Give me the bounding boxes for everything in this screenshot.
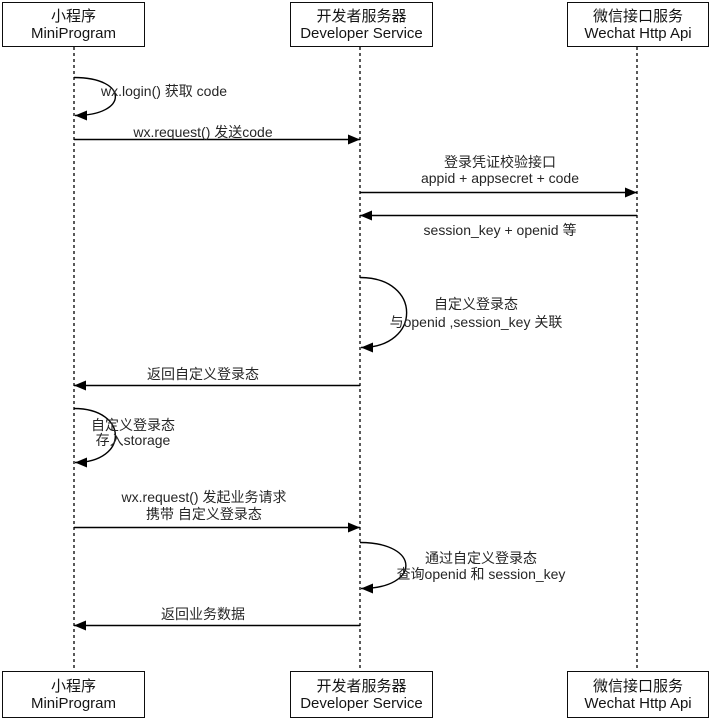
actor-box-miniprogram-top: 小程序 MiniProgram <box>2 2 145 47</box>
message-line: 返回业务数据 <box>161 606 245 622</box>
actor-name-zh: 微信接口服务 <box>592 7 683 25</box>
message-line: 查询openid 和 session_key <box>396 566 566 582</box>
message-label-verify-api: 登录凭证校验接口 appid + appsecret + code <box>370 154 630 186</box>
message-label-send-code: wx.request() 发送code <box>83 124 323 140</box>
message-label-query-state: 通过自定义登录态 查询openid 和 session_key <box>341 550 621 582</box>
message-label-return-state: 返回自定义登录态 <box>83 366 323 382</box>
actor-name-en: MiniProgram <box>30 24 117 42</box>
message-line: 自定义登录态 <box>434 296 518 312</box>
message-label-store-state: 自定义登录态 存入storage <box>53 418 213 448</box>
message-label-session-return: session_key + openid 等 <box>370 222 630 238</box>
actor-box-miniprogram-bottom: 小程序 MiniProgram <box>2 671 145 718</box>
actor-box-wechat-top: 微信接口服务 Wechat Http Api <box>567 2 709 47</box>
message-line: 自定义登录态 <box>91 417 175 433</box>
actor-name-zh: 微信接口服务 <box>592 677 683 695</box>
actor-name-zh: 开发者服务器 <box>316 677 407 695</box>
message-line: 存入storage <box>95 432 171 448</box>
message-line: 返回自定义登录态 <box>147 366 259 382</box>
message-line: 与openid ,session_key 关联 <box>389 314 563 330</box>
message-line: wx.request() 发送code <box>133 124 273 140</box>
actor-name-en: Developer Service <box>300 24 423 42</box>
actor-name-en: Wechat Http Api <box>584 694 692 712</box>
self-loop-login <box>73 76 116 121</box>
actor-name-en: MiniProgram <box>30 694 117 712</box>
message-line: wx.request() 发起业务请求 <box>121 489 287 505</box>
actor-name-zh: 小程序 <box>50 677 96 695</box>
actor-name-zh: 小程序 <box>50 7 96 25</box>
self-loop-store-state <box>73 407 116 468</box>
message-label-login-self: wx.login() 获取 code <box>101 83 227 99</box>
message-label-biz-request: wx.request() 发起业务请求 携带 自定义登录态 <box>74 489 334 523</box>
actor-name-en: Developer Service <box>300 694 423 712</box>
actor-box-developer-bottom: 开发者服务器 Developer Service <box>290 671 433 718</box>
message-line: session_key + openid 等 <box>423 222 577 238</box>
actor-name-en: Wechat Http Api <box>584 24 692 42</box>
message-line: wx.login() 获取 code <box>101 83 228 99</box>
actor-name-zh: 开发者服务器 <box>316 7 407 25</box>
message-line: appid + appsecret + code <box>420 170 579 186</box>
self-loop-custom-state <box>359 276 408 353</box>
message-label-return-data: 返回业务数据 <box>83 606 323 622</box>
actor-box-developer-top: 开发者服务器 Developer Service <box>290 2 433 47</box>
self-loop-query-state <box>359 541 407 594</box>
message-label-custom-state: 自定义登录态 与openid ,session_key 关联 <box>336 295 616 331</box>
message-line: 携带 自定义登录态 <box>146 506 262 522</box>
message-line: 通过自定义登录态 <box>425 550 537 566</box>
message-line: 登录凭证校验接口 <box>444 154 556 170</box>
actor-box-wechat-bottom: 微信接口服务 Wechat Http Api <box>567 671 709 718</box>
